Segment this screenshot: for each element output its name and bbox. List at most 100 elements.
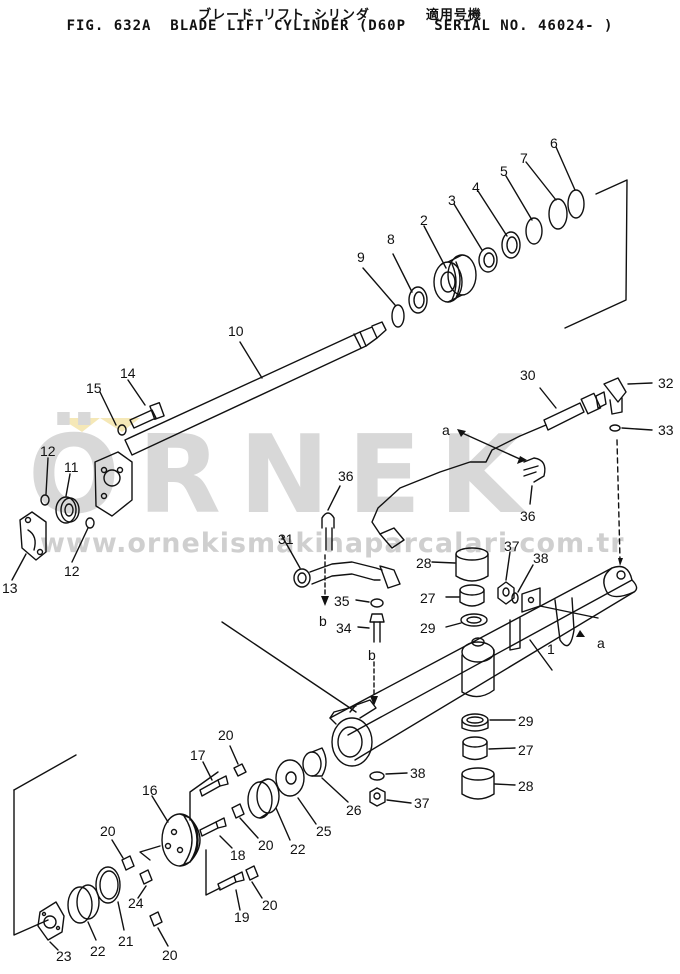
set-screw-20b — [231, 803, 245, 819]
label-38b: 38 — [410, 765, 426, 781]
label-20c: 20 — [100, 823, 116, 839]
piston-16 — [161, 813, 201, 867]
snap-ring-upper — [40, 494, 50, 506]
label-22b: 22 — [90, 943, 106, 959]
packing-4 — [501, 231, 521, 259]
ref-b-lower: b — [368, 647, 376, 663]
label-27b: 27 — [518, 742, 534, 758]
cap-28-lower — [461, 767, 495, 800]
u-bolt-upper — [321, 512, 335, 551]
label-17: 17 — [190, 747, 206, 763]
cap-28-upper — [455, 547, 489, 582]
label-31: 31 — [278, 531, 294, 547]
rod-end-cap — [19, 511, 47, 561]
figure-title: FIG. 632A BLADE LIFT CYLINDER (D60P SERI… — [66, 18, 614, 34]
bracket-line-bottom-left — [13, 789, 49, 936]
label-32: 32 — [658, 375, 674, 391]
label-12a: 12 — [40, 443, 56, 459]
label-13: 13 — [2, 580, 18, 596]
label-26: 26 — [346, 802, 362, 818]
set-screw-20e — [149, 911, 163, 927]
header-japanese-title: ブレード リフト シリンダ 適用号機 — [198, 8, 482, 23]
label-2: 2 — [420, 212, 428, 228]
label-34: 34 — [336, 620, 352, 636]
nut-37-lower — [369, 787, 386, 807]
label-12b: 12 — [64, 563, 80, 579]
label-27a: 27 — [420, 590, 436, 606]
piston-rod — [124, 321, 387, 456]
label-20d: 20 — [262, 897, 278, 913]
u-bolt-lower — [523, 457, 546, 483]
label-6: 6 — [550, 135, 558, 151]
watermark: ÖRNEK www.ornekismakinaparcalari.com.tr — [28, 411, 624, 559]
hydraulic-tube-31 — [293, 561, 401, 589]
nut-37-upper — [497, 581, 515, 605]
bolt-34 — [369, 613, 385, 643]
hydraulic-tube-30 — [371, 392, 602, 549]
label-7: 7 — [520, 150, 528, 166]
spacer-27-upper — [459, 584, 485, 607]
label-5: 5 — [500, 163, 508, 179]
bracket-line-left — [221, 621, 357, 713]
label-20a: 20 — [218, 727, 234, 743]
label-29b: 29 — [518, 713, 534, 729]
set-screw-20a — [233, 763, 247, 777]
lock-washer — [117, 424, 127, 436]
piston-nut-23 — [37, 901, 65, 941]
o-ring-33 — [609, 424, 621, 432]
label-24: 24 — [128, 895, 144, 911]
label-3: 3 — [448, 192, 456, 208]
label-16: 16 — [142, 782, 158, 798]
label-11: 11 — [64, 459, 79, 475]
label-37b: 37 — [414, 795, 430, 811]
label-19: 19 — [234, 909, 250, 925]
washer-35 — [370, 598, 384, 608]
label-22a: 22 — [290, 841, 306, 857]
snap-ring-lower — [85, 517, 95, 529]
label-36a: 36 — [338, 468, 354, 484]
snap-ring-9 — [391, 304, 405, 328]
washer-38-upper — [511, 592, 519, 604]
watermark-logo-mark — [60, 418, 100, 432]
part-labels: 1 2 3 4 5 6 7 8 9 10 11 12 12 13 14 15 1… — [2, 135, 674, 964]
spacer-24 — [139, 869, 153, 885]
o-ring-7 — [548, 198, 568, 230]
o-ring-6 — [567, 189, 585, 219]
label-36b: 36 — [520, 508, 536, 524]
set-screw-20d — [245, 865, 259, 881]
wear-ring-22-lower — [67, 884, 100, 924]
wear-ring-22-upper — [247, 778, 280, 819]
label-8: 8 — [387, 231, 395, 247]
bushing-3 — [478, 247, 498, 273]
washer-38-lower — [369, 771, 385, 781]
label-38a: 38 — [533, 550, 549, 566]
nut-26 — [302, 747, 327, 777]
label-23: 23 — [56, 948, 72, 964]
pin-18 — [199, 817, 227, 837]
ref-a-upper: a — [442, 422, 450, 438]
label-37a: 37 — [504, 538, 520, 554]
label-30: 30 — [520, 367, 536, 383]
label-20b: 20 — [258, 837, 274, 853]
collar-25 — [275, 759, 305, 797]
cylinder-tube — [329, 565, 638, 767]
label-4: 4 — [472, 179, 480, 195]
set-screw-20c — [121, 855, 135, 871]
label-15: 15 — [86, 380, 102, 396]
label-29a: 29 — [420, 620, 436, 636]
label-35: 35 — [334, 593, 350, 609]
ring-21 — [95, 866, 121, 904]
label-28b: 28 — [518, 778, 534, 794]
spherical-bearing — [55, 496, 80, 524]
label-14: 14 — [120, 365, 136, 381]
watermark-brand: ÖRNEK — [28, 411, 541, 538]
label-25: 25 — [316, 823, 332, 839]
label-28a: 28 — [416, 555, 432, 571]
o-ring-29-lower — [461, 713, 489, 732]
elbow-fitting-32 — [595, 377, 627, 415]
o-ring-29-upper — [460, 613, 488, 627]
ref-b-upper: b — [319, 613, 327, 629]
label-9: 9 — [357, 249, 365, 265]
rod-end-housing — [94, 451, 133, 517]
